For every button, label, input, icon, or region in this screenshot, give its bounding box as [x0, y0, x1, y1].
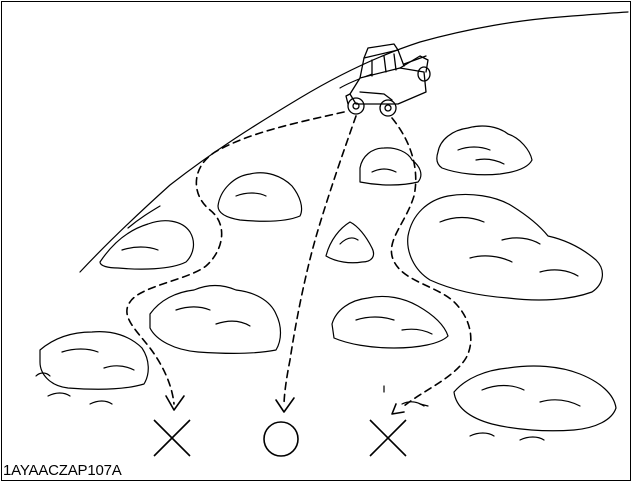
- rock-spire: [326, 222, 374, 263]
- cross-mark-left: [154, 420, 190, 456]
- mound-center: [332, 296, 448, 348]
- utility-vehicle: [346, 44, 430, 116]
- figure-code: 1AYAACZAP107A: [3, 462, 122, 479]
- cross-mark-right: [370, 420, 406, 456]
- mound-lower-left: [40, 332, 148, 390]
- route-left: [127, 112, 344, 404]
- terrain-ticks: [36, 373, 544, 440]
- route-right: [391, 118, 470, 406]
- arrow-right: [392, 404, 404, 414]
- arrow-center: [276, 398, 294, 412]
- mound-upper-right: [437, 126, 532, 175]
- route-center: [284, 116, 356, 406]
- mound-left: [100, 221, 193, 269]
- mound-upper-left: [218, 173, 302, 221]
- circle-mark-center: [264, 422, 298, 456]
- mound-center-left: [150, 286, 281, 354]
- arrow-left: [166, 396, 184, 410]
- hillside-texture: [128, 74, 372, 228]
- mound-lower-right: [454, 366, 616, 431]
- mound-right-large: [408, 194, 603, 300]
